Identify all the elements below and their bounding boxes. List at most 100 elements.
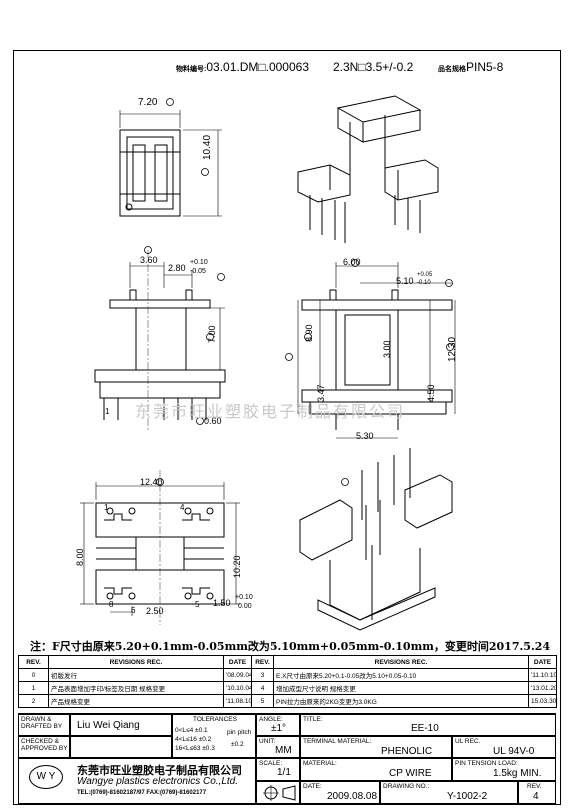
dim-8-90: 8.90 [304, 324, 314, 342]
material-cell: MATERIAL: CP WIRE [300, 758, 452, 781]
terminal-cell: TERMINAL MATERIAL: PHENOLIC [300, 736, 452, 758]
drawer-cell: Liu Wei Qiang [70, 714, 172, 736]
part-number-value: 03.01.DM□.000063 [206, 60, 309, 74]
company-contact: TEL:(0769)-81602187/97 FAX:(0769)-816021… [77, 790, 207, 796]
rev-cell: 3 [251, 668, 274, 682]
title-block: DRAWN & DRAFTED BY CHECKED & APPROVED BY… [18, 713, 556, 804]
ul-label: UL REC. [455, 738, 481, 745]
dim-12-30: 12.30 [447, 336, 458, 362]
dim-1-50-tol-dn: 0.00 [238, 603, 252, 610]
date-header-a: DATE [223, 655, 252, 669]
top-view [119, 110, 222, 217]
checked-by-label: CHECKED & APPROVED BY [21, 738, 68, 752]
date-cell: '11.08.10 [223, 694, 252, 708]
rec-cell: 初版发行 [48, 668, 224, 682]
dim-1-50-tol-up: +0.10 [235, 594, 253, 601]
pin-label-4: 4 [180, 503, 185, 512]
rev-cell: 2 [18, 694, 49, 708]
dim-2-50: 2.50 [146, 606, 164, 616]
dim-3-60: 3.60 [140, 255, 158, 265]
unit-label: UNIT: [259, 738, 276, 745]
rev-header-a: REV. [18, 655, 49, 669]
dim-1-50: 1.50 [213, 598, 231, 608]
drawing-no-label: DRAWING NO.: [383, 783, 430, 790]
date-cell: 15.03.30 [528, 694, 557, 708]
dim-pin-dia: 0.60 [204, 416, 222, 426]
pin-label-5: 5 [195, 600, 200, 609]
date-cell: '08.09.04 [223, 668, 252, 682]
drawn-by-label-cell: DRAWN & DRAFTED BY [18, 714, 70, 736]
dim-10-20: 10.20 [232, 555, 242, 578]
rev-header-b: REV. [251, 655, 274, 669]
pin-tension-cell: PIN TENSION LOAD: 1.5kg MIN. [452, 758, 556, 781]
table-row: 2 产品规格变更 '11.08.10 5 PIN拉力由原来的2KG变更为3.0K… [18, 694, 557, 708]
pin-label-6: 6 [131, 606, 136, 615]
pin-spec-label: 品名规格 [438, 66, 466, 73]
title-label: TITLE: [303, 716, 323, 723]
pin-label-1-bottom: 1 [104, 503, 109, 512]
revision-header-row: REV. REVISIONS REC. DATE REV. REVISIONS … [18, 655, 557, 669]
rec-cell: E.X尺寸由原来5.20+0.1-0.05改为5.10+0.05-0.10 [273, 668, 529, 682]
date-header-b: DATE [528, 655, 557, 669]
ul-cell: UL REC. UL 94V-0 [452, 736, 556, 758]
change-note: 注：F尺寸由原来5.20+0.1mm-0.05mm改为5.10mm+0.05mm… [30, 640, 551, 653]
rec-cell: 产品规格变更 [48, 694, 224, 708]
unit-value: MM [275, 745, 292, 756]
dim-4-50: 4.50 [426, 384, 436, 402]
table-row: 1 产品表面增加字印/标签及日期 规格变更 '10.10.04 4 增加成型尺寸… [18, 681, 557, 695]
drawing-no-cell: DRAWING NO.: Y-1002-2 [380, 781, 518, 804]
angle-value: ±1° [271, 723, 287, 734]
rev-cell: 4 [251, 681, 274, 695]
tolerance-3: 16<L≤63 ±0.3 [175, 745, 215, 752]
date-cell: '10.10.04 [223, 681, 252, 695]
dim-12-40: 12.40 [140, 477, 163, 487]
dim-3-00: 3.00 [382, 340, 392, 358]
pin-label-8: 8 [109, 600, 114, 609]
title-value: EE-10 [411, 723, 439, 734]
tolerance-1: 0<L≤4 ±0.1 [175, 727, 208, 734]
angle-label: ANGLE: [259, 716, 283, 723]
tolerances-label: TOLERANCES [193, 716, 237, 723]
revision-table: REV. REVISIONS REC. DATE REV. REVISIONS … [18, 655, 557, 708]
projection-symbol-icon [263, 785, 296, 801]
terminal-label: TERMINAL MATERIAL: [303, 738, 372, 745]
rec-cell: 增加成型尺寸说明 规格变更 [273, 681, 529, 695]
rev-label: REV. [527, 783, 542, 790]
dim-8-00: 8.00 [75, 548, 85, 566]
pin-label-1: 1 [105, 407, 110, 416]
front-view [94, 250, 226, 430]
company-name-en: Wangye plastics electronics Co.,Ltd. [77, 776, 239, 787]
date-cell: '11.10.10 [528, 668, 557, 682]
rev-value: 4 [533, 791, 539, 802]
bottom-view [80, 470, 240, 625]
pin-pitch-value: ±0.2 [231, 741, 244, 748]
scale-label: SCALE: [259, 760, 283, 767]
iso-view-top [297, 95, 439, 243]
pin-tension-label: PIN TENSION LOAD: [455, 760, 518, 767]
ul-value: UL 94V-0 [493, 746, 535, 757]
pin-pitch-label: pin pitch [227, 729, 252, 736]
dim-2-80: 2.80 [168, 263, 186, 273]
side-view [297, 262, 456, 439]
angle-cell: ANGLE: ±1° [256, 714, 300, 736]
pin-spec-value: PIN5-8 [466, 60, 504, 74]
tolerance-2: 4<L≤16 ±0.2 [175, 736, 212, 743]
header-part-number: 物料编号:03.01.DM□.000063 [176, 60, 309, 74]
approver-cell [70, 736, 172, 758]
dim-5-10: 5.10 [396, 276, 414, 286]
date-cell: DATE: 2009.08.08 [300, 781, 380, 804]
rev-cell: REV. 4 [518, 781, 556, 804]
rec-header-a: REVISIONS REC. [48, 655, 224, 669]
dim-width: 7.20 [138, 97, 158, 108]
drawing-sheet-border [13, 50, 561, 805]
rec-cell: PIN拉力由原来的2KG变更为3.0KG [273, 694, 529, 708]
rec-cell: 产品表面增加字印/标签及日期 规格变更 [48, 681, 224, 695]
pin-tension-value: 1.5kg MIN. [493, 768, 542, 779]
dim-5-10-tol-dn: -0.10 [417, 280, 431, 286]
drawing-no-value: Y-1002-2 [447, 791, 488, 802]
header-spec: 2.3N□3.5+/-0.2 [333, 60, 414, 74]
date-cell: '13.01.20 [528, 681, 557, 695]
table-row: 0 初版发行 '08.09.04 3 E.X尺寸由原来5.20+0.1-0.05… [18, 668, 557, 682]
rev-cell: 0 [18, 668, 49, 682]
dim-7-00: 7.00 [207, 325, 217, 343]
